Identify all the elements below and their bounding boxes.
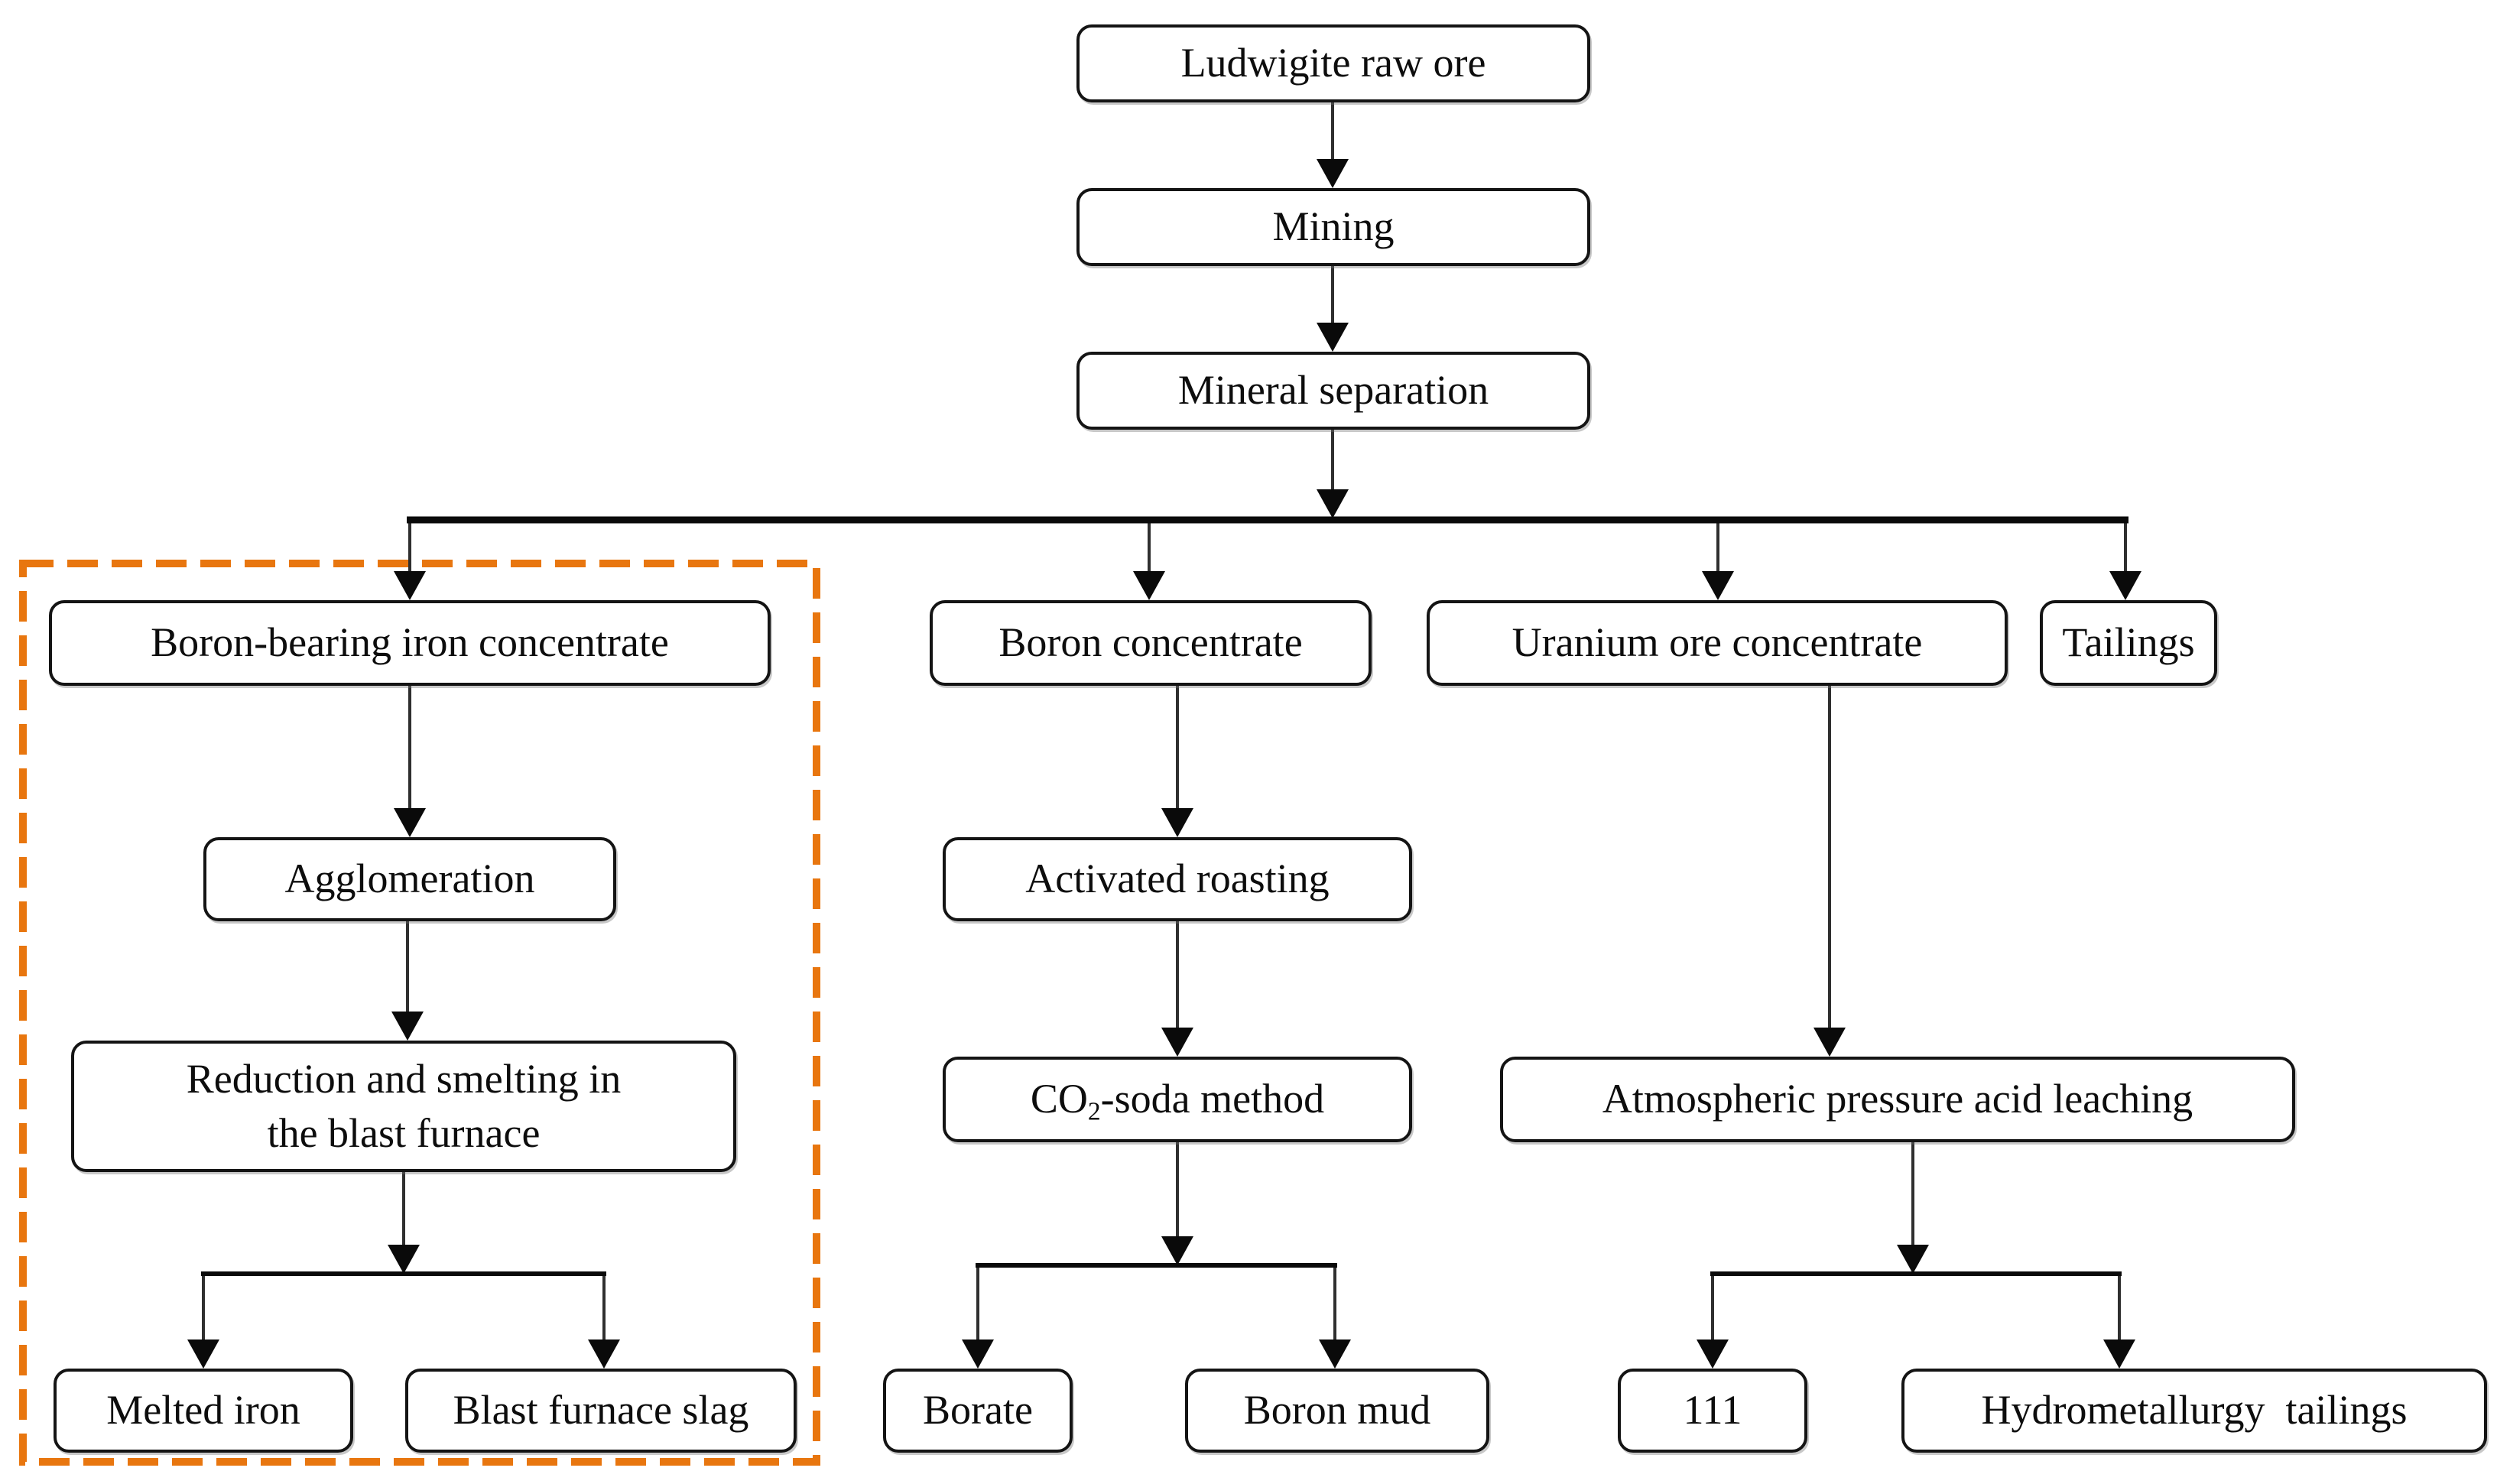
node-boron-mud: Boron mud: [1185, 1369, 1489, 1453]
node-ludwigite-raw-ore: Ludwigite raw ore: [1076, 24, 1590, 102]
node-label: Mineral separation: [1177, 367, 1489, 414]
node-agglomeration: Agglomeration: [203, 837, 616, 921]
node-co2-soda-method: CO2-soda method: [943, 1057, 1412, 1142]
node-mineral-separation: Mineral separation: [1076, 352, 1590, 430]
node-111: 111: [1618, 1369, 1807, 1453]
node-label: Melted iron: [106, 1387, 300, 1434]
highlight-dashed-box: [19, 560, 820, 1466]
node-boron-concentrate: Boron concentrate: [930, 600, 1372, 686]
node-uranium-ore-concentrate: Uranium ore concentrate: [1427, 600, 2008, 686]
co2-subscript: 2: [1087, 1097, 1101, 1126]
node-label-line2: the blast furnace: [267, 1110, 541, 1156]
node-label: Atmospheric pressure acid leaching: [1602, 1076, 2193, 1122]
co2-prefix: CO: [1030, 1076, 1088, 1122]
node-label: CO2-soda method: [1031, 1072, 1324, 1126]
node-label: Uranium ore concentrate: [1512, 619, 1923, 666]
co2-suffix: -soda method: [1100, 1076, 1325, 1122]
node-label: Hydrometallurgy tailings: [1981, 1387, 2408, 1434]
node-label-line1: Reduction and smelting in: [186, 1055, 622, 1102]
node-label: 111: [1683, 1387, 1742, 1434]
node-melted-iron: Melted iron: [54, 1369, 353, 1453]
node-label: Boron mud: [1243, 1387, 1431, 1434]
node-label: Borate: [923, 1387, 1033, 1434]
node-hydrometallurgy-tailings: Hydrometallurgy tailings: [1901, 1369, 2487, 1453]
node-label: Reduction and smelting in the blast furna…: [187, 1052, 621, 1161]
node-activated-roasting: Activated roasting: [943, 837, 1412, 921]
node-blast-furnace-slag: Blast furnace slag: [405, 1369, 797, 1453]
node-label: Blast furnace slag: [453, 1387, 749, 1434]
node-reduction-and-smelting: Reduction and smelting in the blast furna…: [71, 1041, 736, 1172]
node-label: Ludwigite raw ore: [1180, 40, 1486, 86]
node-boron-bearing-iron-concentrate: Boron-bearing iron concentrate: [49, 600, 771, 686]
node-label: Tailings: [2062, 619, 2195, 666]
node-label: Boron-bearing iron concentrate: [151, 619, 669, 666]
node-borate: Borate: [883, 1369, 1073, 1453]
node-label: Mining: [1272, 203, 1395, 250]
node-label: Boron concentrate: [998, 619, 1303, 666]
node-label: Activated roasting: [1025, 856, 1330, 902]
node-mining: Mining: [1076, 188, 1590, 266]
node-label: Agglomeration: [284, 856, 535, 902]
node-tailings: Tailings: [2040, 600, 2217, 686]
node-atmospheric-pressure-acid-leaching: Atmospheric pressure acid leaching: [1500, 1057, 2295, 1142]
